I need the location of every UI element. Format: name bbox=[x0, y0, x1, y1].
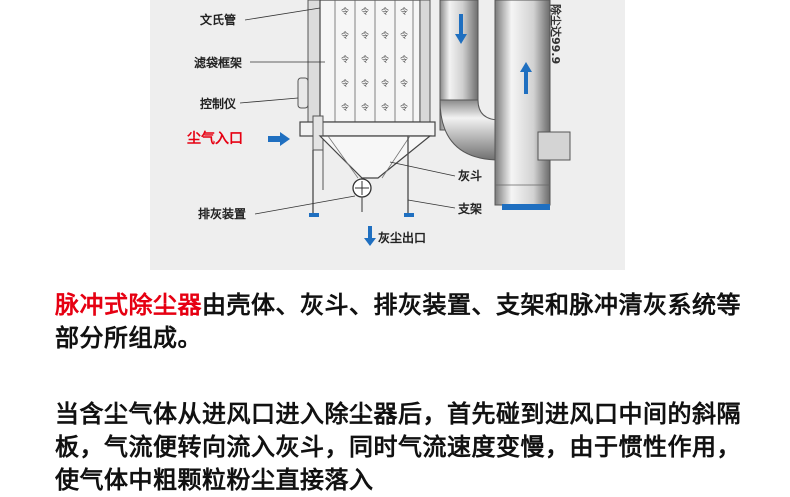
bag-mark: 令 bbox=[400, 102, 408, 112]
dust-collector-diagram: 令 令 令 令 令 令 令 令 令 令 令 令 令 令 令 令 令 令 令 令 bbox=[187, 0, 571, 246]
diagram-panel: 令 令 令 令 令 令 令 令 令 令 令 令 令 令 令 令 令 令 令 令 bbox=[150, 0, 625, 270]
inlet-arrow-icon bbox=[268, 132, 290, 146]
label-discharge: 排灰装置 bbox=[198, 206, 246, 221]
bag-mark: 令 bbox=[341, 78, 349, 88]
bag-mark: 令 bbox=[381, 30, 389, 40]
bag-mark: 令 bbox=[400, 6, 408, 16]
bag-mark: 令 bbox=[400, 54, 408, 64]
product-name-highlight: 脉冲式除尘器 bbox=[55, 291, 202, 319]
bag-mark: 令 bbox=[341, 102, 349, 112]
bag-mark: 令 bbox=[361, 30, 369, 40]
controller-box bbox=[297, 77, 309, 109]
bag-mark: 令 bbox=[361, 54, 369, 64]
label-dust-inlet: 尘气入口 bbox=[187, 130, 243, 147]
exhaust-pipe bbox=[439, 0, 571, 210]
outlet-down-arrow-icon bbox=[364, 226, 376, 246]
bag-mark: 令 bbox=[381, 6, 389, 16]
bag-mark: 令 bbox=[341, 6, 349, 16]
filter-housing bbox=[307, 0, 431, 123]
bag-mark: 令 bbox=[381, 102, 389, 112]
vertical-spec-text: 除尘达99.9 bbox=[549, 4, 563, 64]
label-hopper: 灰斗 bbox=[458, 168, 482, 183]
hopper-assembly bbox=[299, 115, 436, 217]
bag-mark: 令 bbox=[400, 30, 408, 40]
bag-mark: 令 bbox=[361, 78, 369, 88]
label-controller: 控制仪 bbox=[200, 96, 237, 111]
bag-mark: 令 bbox=[381, 78, 389, 88]
label-dust-outlet: 灰尘出口 bbox=[378, 230, 426, 245]
label-bag-frame: 滤袋框架 bbox=[194, 55, 242, 70]
process-paragraph: 当含尘气体从进风口进入除尘器后，首先碰到进风口中间的斜隔板，气流便转向流入灰斗，… bbox=[55, 400, 741, 494]
bag-mark: 令 bbox=[400, 78, 408, 88]
flow-down-arrow-icon bbox=[455, 14, 467, 44]
label-venturi: 文氏管 bbox=[200, 12, 236, 27]
bag-mark: 令 bbox=[381, 54, 389, 64]
bag-mark: 令 bbox=[341, 54, 349, 64]
bag-mark: 令 bbox=[341, 30, 349, 40]
filter-bag-marks: 令 令 令 令 令 令 令 令 令 令 令 令 令 令 令 令 令 令 令 令 bbox=[341, 6, 408, 112]
flow-up-arrow-icon bbox=[520, 62, 532, 94]
intro-paragraph-text: 由壳体、灰斗、排灰装置、支架和脉冲清灰系统等部分所组成。 bbox=[55, 291, 741, 352]
label-support: 支架 bbox=[457, 201, 482, 216]
intro-paragraph: 脉冲式除尘器由壳体、灰斗、排灰装置、支架和脉冲清灰系统等部分所组成。 bbox=[55, 289, 755, 355]
leader-lines bbox=[239, 7, 456, 215]
bag-mark: 令 bbox=[361, 102, 369, 112]
bag-mark: 令 bbox=[361, 6, 369, 16]
